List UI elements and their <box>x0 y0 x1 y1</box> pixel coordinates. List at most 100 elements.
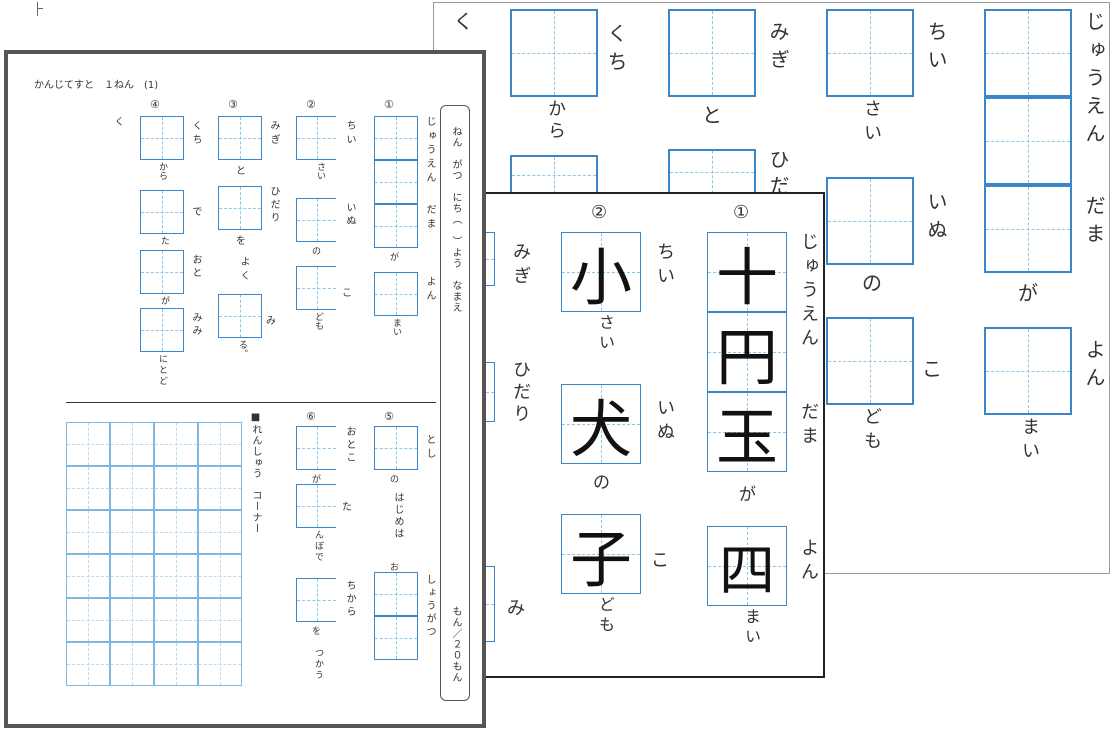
answer-box[interactable] <box>218 294 262 338</box>
practice-cell[interactable] <box>198 554 242 598</box>
answer-box[interactable] <box>374 160 418 204</box>
answer-box[interactable] <box>296 426 336 470</box>
kana-label: が <box>390 253 400 263</box>
answer-box[interactable] <box>374 272 418 316</box>
practice-cell[interactable] <box>154 422 198 466</box>
answer-box[interactable]: 四 <box>707 526 787 606</box>
answer-box[interactable] <box>826 317 914 405</box>
answer-box[interactable] <box>826 9 914 97</box>
middle-worksheet-page: ② ① みぎ ひだり み 小 ちい さい 犬 いぬ の 子 こ ども 十 円 玉… <box>483 192 825 678</box>
practice-cell[interactable] <box>110 554 154 598</box>
practice-cell[interactable] <box>154 642 198 686</box>
answer-box[interactable] <box>140 116 184 160</box>
question-number: ② <box>306 98 316 111</box>
answer-box[interactable]: 子 <box>561 514 641 596</box>
answer-box[interactable] <box>140 250 184 294</box>
kana-label: ども <box>861 407 882 455</box>
answer-box[interactable] <box>984 9 1072 97</box>
kana-label: く <box>112 116 123 126</box>
score-label: もん／２０もん <box>450 606 461 683</box>
kana-label: が <box>312 475 322 485</box>
practice-cell[interactable] <box>154 466 198 510</box>
kana-label: を <box>236 236 246 247</box>
kana-label: た <box>159 236 169 245</box>
answer-box[interactable] <box>668 9 756 97</box>
kana-label: こ <box>342 288 352 299</box>
question-number: ③ <box>228 98 238 111</box>
answer-box[interactable] <box>485 232 495 286</box>
kana-label: が <box>159 296 169 305</box>
answer-box[interactable]: 十 <box>707 232 787 314</box>
kana-label: の <box>312 247 322 257</box>
answer-box[interactable] <box>296 198 336 242</box>
question-number: ⑤ <box>384 410 394 423</box>
answer-box[interactable]: 小 <box>561 232 641 314</box>
kana-label: とし <box>424 434 435 462</box>
practice-cell[interactable] <box>110 642 154 686</box>
practice-cell[interactable] <box>154 554 198 598</box>
kana-label: だま <box>798 402 819 450</box>
answer-box[interactable] <box>374 572 418 616</box>
practice-cell[interactable] <box>66 598 110 642</box>
kana-label: ども <box>313 312 323 330</box>
kana-label: まい <box>742 608 761 648</box>
practice-cell[interactable] <box>198 510 242 554</box>
practice-cell[interactable] <box>198 642 242 686</box>
answer-box[interactable]: 犬 <box>561 384 641 466</box>
practice-cell[interactable] <box>198 422 242 466</box>
kana-label: くち <box>190 120 201 148</box>
practice-cell[interactable] <box>198 598 242 642</box>
kana-label: くち <box>604 23 628 79</box>
practice-cell[interactable] <box>154 598 198 642</box>
page-title: かんじてすと １ねん (1) <box>34 80 159 91</box>
kanji-char: 四 <box>719 538 775 604</box>
answer-box[interactable] <box>984 185 1072 273</box>
question-number: ④ <box>150 98 160 111</box>
answer-box[interactable] <box>826 177 914 265</box>
answer-box[interactable] <box>984 97 1072 185</box>
practice-cell[interactable] <box>154 510 198 554</box>
practice-cell[interactable] <box>66 642 110 686</box>
kana-label: から <box>157 162 167 180</box>
answer-box[interactable] <box>218 116 262 160</box>
answer-box[interactable] <box>668 149 756 195</box>
kana-label: んぼで <box>313 530 323 563</box>
kana-label: まい <box>391 318 401 336</box>
answer-box[interactable] <box>485 566 495 642</box>
answer-box[interactable] <box>296 484 336 528</box>
practice-cell[interactable] <box>110 422 154 466</box>
practice-cell[interactable] <box>198 466 242 510</box>
answer-box[interactable] <box>374 616 418 660</box>
answer-box[interactable]: 円 <box>707 312 787 394</box>
kana-label: つかう <box>313 648 323 681</box>
answer-box[interactable] <box>218 186 262 230</box>
practice-cell[interactable] <box>66 554 110 598</box>
practice-cell[interactable] <box>66 510 110 554</box>
answer-box[interactable] <box>485 362 495 422</box>
answer-box[interactable] <box>140 190 184 234</box>
kana-label: いぬ <box>654 398 675 446</box>
kana-label: にとど <box>157 354 167 387</box>
answer-box[interactable] <box>510 155 598 195</box>
kana-label: こ <box>651 550 669 571</box>
practice-cell[interactable] <box>110 466 154 510</box>
answer-box[interactable] <box>296 266 336 310</box>
answer-box[interactable] <box>374 426 418 470</box>
kana-label: よん <box>798 538 819 586</box>
kana-label: た <box>342 502 352 513</box>
answer-box[interactable] <box>374 116 418 160</box>
practice-cell[interactable] <box>110 510 154 554</box>
practice-cell[interactable] <box>66 422 110 466</box>
answer-box[interactable] <box>140 308 184 352</box>
answer-box[interactable] <box>984 327 1072 415</box>
answer-box[interactable] <box>510 9 598 97</box>
kana-label: お <box>390 563 400 573</box>
practice-cell[interactable] <box>66 466 110 510</box>
kana-label: み <box>507 598 525 619</box>
practice-cell[interactable] <box>110 598 154 642</box>
answer-box[interactable]: 玉 <box>707 392 787 474</box>
answer-box[interactable] <box>374 204 418 248</box>
answer-box[interactable] <box>296 116 336 160</box>
answer-box[interactable] <box>296 578 336 622</box>
kana-label: の <box>862 271 882 295</box>
